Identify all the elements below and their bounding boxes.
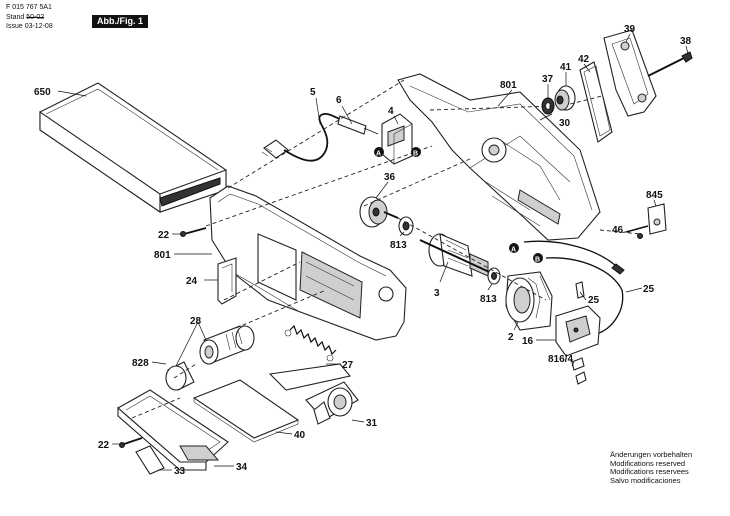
- callout-28: 28: [190, 316, 202, 327]
- part-816-4-brushes: [571, 357, 587, 385]
- connector-a-mid: A: [511, 247, 516, 254]
- callout-22-top: 22: [158, 230, 170, 241]
- callout-813-b: 813: [480, 294, 497, 305]
- part-33-clip: [135, 445, 165, 475]
- callout-816-4: 816/4: [548, 354, 573, 365]
- part-650-frame: [39, 82, 227, 214]
- connector-b-mid: B: [535, 257, 540, 264]
- callouts: 650 5 6 4 A B 801 37 41 42 39 38 30 36 8…: [34, 24, 692, 477]
- part-40-graphite-plate: [192, 379, 300, 443]
- part-42-drive-belt: [579, 61, 613, 143]
- part-813-bearing-b: [487, 267, 501, 285]
- part-3-armature: [419, 233, 499, 277]
- callout-25-a: 25: [588, 295, 600, 306]
- part-2-field-coil: [505, 271, 553, 331]
- callout-6: 6: [336, 95, 342, 106]
- part-46-screw: [625, 225, 649, 239]
- callout-650: 650: [34, 87, 51, 98]
- callout-845: 845: [646, 190, 663, 201]
- part-4-switch: [381, 113, 413, 165]
- footer-line: Änderungen vorbehalten: [610, 450, 693, 459]
- assembly-lines: [131, 79, 641, 419]
- callout-3: 3: [434, 288, 440, 299]
- part-845-clip: [647, 203, 667, 235]
- callout-38: 38: [680, 36, 692, 47]
- connector-a-top: A: [376, 151, 381, 158]
- part-22-screw-bottom: [119, 437, 143, 448]
- callout-828: 828: [132, 358, 149, 369]
- callout-41: 41: [560, 62, 572, 73]
- callout-39: 39: [624, 24, 636, 35]
- part-5-6-power-cord: [261, 112, 379, 162]
- part-24-bracket: [217, 257, 237, 305]
- callout-37: 37: [542, 74, 554, 85]
- part-828-cap: [165, 361, 195, 391]
- part-41-pulley: [554, 85, 576, 111]
- part-22-screw-top: [180, 227, 207, 237]
- part-34-base-plate: [117, 389, 229, 471]
- part-28-gear: [199, 325, 255, 365]
- callout-31: 31: [366, 418, 378, 429]
- callout-4: 4: [388, 106, 394, 117]
- callout-16: 16: [522, 336, 534, 347]
- document-number: F 015 767 5A1: [6, 4, 52, 11]
- callout-813-a: 813: [390, 240, 407, 251]
- callout-801-top: 801: [500, 80, 517, 91]
- figure-badge: Abb./Fig. 1: [92, 15, 148, 28]
- callout-24: 24: [186, 276, 198, 287]
- issue-label: Issue: [6, 23, 23, 30]
- issue-row: Issue 03-12-08: [6, 23, 53, 31]
- part-801-housing-top: [397, 73, 601, 241]
- callout-36: 36: [384, 172, 396, 183]
- callout-33: 33: [174, 466, 186, 477]
- stand-value: 50-02: [26, 14, 45, 21]
- issue-value: 03-12-08: [24, 23, 53, 30]
- part-27-spring: [284, 324, 337, 362]
- footer-line: Modifications reservees: [610, 467, 689, 477]
- callout-42: 42: [578, 54, 590, 65]
- callout-46: 46: [612, 225, 624, 236]
- part-801-housing-main: [209, 185, 407, 341]
- callout-27: 27: [342, 360, 354, 371]
- callout-5: 5: [310, 87, 316, 98]
- part-38-screw: [647, 51, 693, 77]
- callout-801-mid: 801: [154, 250, 171, 261]
- part-37-washer: [541, 97, 555, 115]
- callout-40: 40: [294, 430, 306, 441]
- part-25-wires: [523, 240, 625, 335]
- footer-line: Salvo modificaciones: [610, 475, 681, 485]
- part-31-tension-roller: [268, 363, 359, 425]
- stand-label: Stand: [6, 14, 25, 21]
- callout-34: 34: [236, 462, 248, 473]
- footer-line: Modifications reserved: [610, 458, 686, 468]
- part-36-front-roller: [359, 196, 399, 228]
- callout-25-b: 25: [643, 284, 655, 295]
- connector-b-top: B: [413, 151, 418, 158]
- callout-2: 2: [508, 332, 514, 343]
- part-16-brush-holder: [555, 305, 601, 357]
- part-39-belt-cover: [603, 29, 657, 117]
- callout-30: 30: [559, 118, 571, 129]
- footer-note: Änderungen vorbehalten Modifications res…: [610, 450, 693, 485]
- stand-row: Stand 50-02: [6, 14, 44, 22]
- callout-22-bot: 22: [98, 440, 110, 451]
